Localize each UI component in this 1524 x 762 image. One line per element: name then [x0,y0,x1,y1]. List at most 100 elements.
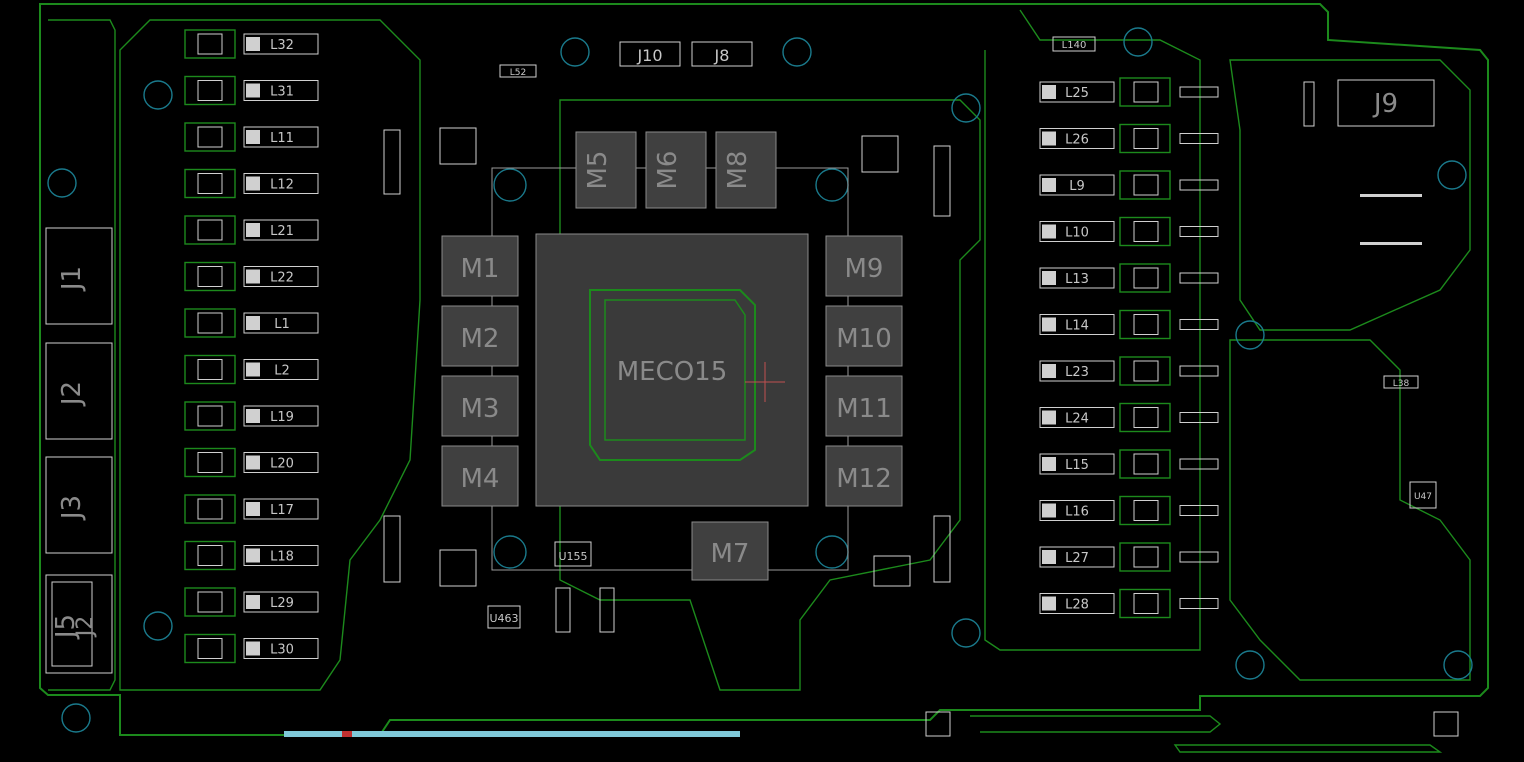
connector-j5-overlay: J2 [73,616,98,639]
memory-right-group: M9 M10 M11 M12 [825,235,903,507]
inductor-label: L1 [274,317,290,332]
left-power-region [119,19,421,691]
memory-m6: M6 [653,151,683,190]
connector-j10: J10 [636,46,662,65]
inductor-label: L11 [270,131,294,146]
memory-bottom: M7 [691,521,769,581]
inductor-l26: L26 [1039,123,1219,154]
inductor-l17: L17 [184,494,319,524]
connector-j2: J2 [57,381,87,407]
inductor-l20: L20 [184,447,319,478]
connector-j5: J5 [51,614,81,640]
center-region [559,99,981,691]
chip-u463: U463 [489,612,518,625]
connector-j9: J9 [1372,89,1398,119]
bottom-trace [970,715,1222,733]
memory-left-group: M1 M2 M3 M4 [441,235,519,507]
inductor-label: L19 [270,410,294,425]
top-connectors: J10 J8 J9 [619,41,1435,127]
label-l38: L38 [1393,379,1410,389]
inductor-l22: L22 [184,261,319,292]
inductor-l13: L13 [1039,263,1219,293]
inductor-label: L12 [270,178,294,193]
inductor-l18: L18 [184,540,319,571]
inductor-label: L30 [270,643,294,658]
inductor-label: L23 [1065,365,1089,380]
inductor-label: L32 [270,38,294,53]
memory-m3: M3 [461,394,500,424]
inductor-label: L14 [1065,319,1089,334]
inductor-l31: L31 [184,75,319,106]
svg-text:M7: M7 [711,539,750,569]
right-aux-region [1229,59,1471,331]
inductor-l29: L29 [184,587,319,617]
inductor-l24: L24 [1039,402,1219,433]
inductor-l10: L10 [1039,216,1219,247]
mounting-holes [47,27,1473,733]
inductor-label: L17 [270,503,294,518]
inductor-l12: L12 [184,168,319,199]
inductor-l21: L21 [184,215,319,245]
inductor-l23: L23 [1039,356,1219,386]
inductor-label: L22 [270,271,294,286]
memory-m1: M1 [461,254,500,284]
label-l52: L52 [510,68,526,78]
inductor-label: L29 [270,596,294,611]
inductor-l15: L15 [1039,449,1219,479]
chip-u47: U47 [1414,492,1432,502]
gpu-package: MECO15 [491,167,849,571]
inductor-l30: L30 [184,633,319,664]
memory-top-group: M5 M6 M8 [575,131,777,209]
inductor-label: L28 [1065,598,1089,613]
inductor-label: L21 [270,224,294,239]
connector-j3: J3 [57,495,87,521]
gpu-label: MECO15 [617,357,728,387]
inductor-label: L2 [274,364,290,379]
memory-m12: M12 [836,464,892,494]
memory-m10: M10 [836,324,892,354]
inductor-label: L13 [1065,272,1089,287]
connector-j1: J1 [57,266,87,292]
inductor-l14: L14 [1039,309,1219,340]
inductor-l27: L27 [1039,542,1219,572]
pcie-edge-connector [284,731,740,737]
right-power-region [984,9,1201,651]
inductor-label: L31 [270,85,294,100]
inductor-label: L27 [1065,551,1089,566]
memory-m11: M11 [836,394,892,424]
chip-u155: U155 [558,550,587,563]
inductor-l16: L16 [1039,495,1219,526]
inductor-label: L10 [1065,226,1089,241]
left-edge-trace [48,19,116,691]
memory-m8: M8 [723,151,753,190]
inductor-l9: L9 [1039,170,1219,200]
inductor-label: L9 [1069,179,1085,194]
inductor-l28: L28 [1039,588,1219,619]
inductor-label: L16 [1065,505,1089,520]
inductor-l11: L11 [184,122,319,152]
right-lower-region [1229,339,1471,681]
inductor-l19: L19 [184,401,319,431]
memory-m5: M5 [583,151,613,190]
bottom-trace-2 [1173,744,1443,753]
memory-m9: M9 [845,254,884,284]
memory-m4: M4 [461,464,500,494]
left-connectors: J1 J2 J3 J5 J2 [45,227,113,674]
inductor-l32: L32 [184,29,319,59]
inductor-l25: L25 [1039,77,1219,107]
memory-m2: M2 [461,324,500,354]
inductor-l1: L1 [184,308,319,338]
inductor-label: L24 [1065,412,1089,427]
inductor-label: L26 [1065,133,1089,148]
inductor-label: L18 [270,550,294,565]
label-l140: L140 [1062,40,1087,51]
small-components: U155 U463 U47 L52 L140 L38 [383,36,1459,737]
inductor-label: L15 [1065,458,1089,473]
inductor-label: L20 [270,457,294,472]
connector-j8: J8 [714,46,730,65]
board-outline [39,3,1489,736]
inductor-l2: L2 [184,354,319,385]
